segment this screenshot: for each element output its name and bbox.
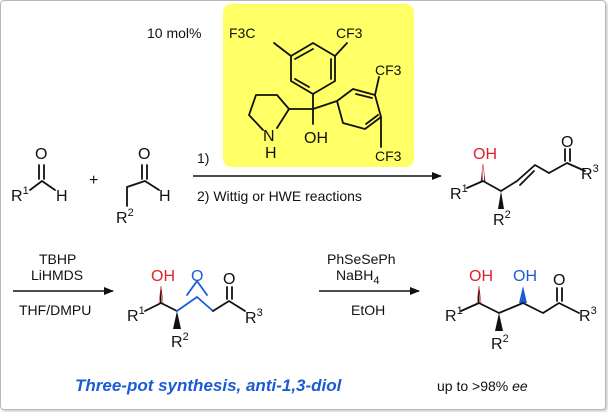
footer-ee: up to >98% ee [437, 378, 528, 394]
epoxide-r1: R1 [127, 305, 145, 325]
step3-reagent2: NaBH4 [336, 267, 379, 287]
product1-r2: R2 [493, 209, 511, 229]
catalyst-nh-h: H [265, 145, 277, 162]
ald1-o: O [35, 146, 47, 163]
diol-r2: R2 [491, 333, 509, 353]
step1-line2: 2) Wittig or HWE reactions [197, 188, 362, 204]
ald2-r2: R2 [116, 207, 134, 227]
step1-line1: 1) [197, 150, 209, 166]
product1-oh: OH [473, 146, 497, 163]
epoxide-r3: R3 [245, 307, 263, 327]
diol-oh2: OH [513, 268, 537, 285]
product-epoxide: OH O O R1 R2 R3 [127, 268, 263, 351]
aldehyde-2: O H R2 [116, 146, 171, 227]
catalyst-highlight [223, 4, 414, 167]
diol-r3: R3 [579, 305, 597, 325]
step3-solvent: EtOH [351, 302, 385, 318]
product-enone: OH O R1 R2 R3 [450, 134, 599, 229]
product1-r3: R3 [581, 163, 599, 183]
epoxide-oh: OH [151, 268, 175, 285]
step3-reagent1: PhSeSePh [327, 251, 396, 267]
ald1-r1: R1 [11, 185, 29, 205]
ald1-h: H [56, 188, 68, 205]
epoxide-ring-o: O [191, 268, 203, 285]
diol-oh1: OH [469, 268, 493, 285]
product1-o: O [561, 134, 573, 151]
ald2-h: H [159, 188, 171, 205]
epoxide-r2: R2 [171, 331, 189, 351]
diol-r1: R1 [445, 305, 463, 325]
cf3-right: CF3 [375, 62, 402, 78]
aldehyde-1: O R1 H [11, 146, 68, 205]
catalyst-oh: OH [304, 130, 328, 147]
diol-o: O [553, 272, 565, 289]
epoxide-o: O [223, 271, 235, 288]
cf3-bottom-right: CF3 [375, 148, 402, 164]
step2-reagent2: LiHMDS [31, 267, 83, 283]
cf3-top-left: F3C [229, 25, 255, 41]
catalyst-nh: N [263, 128, 275, 145]
ald2-o: O [138, 146, 150, 163]
plus-sign: + [89, 172, 98, 189]
step2-reagent1: TBHP [39, 251, 76, 267]
product1-r1: R1 [450, 183, 468, 203]
footer-title: Three-pot synthesis, anti-1,3-diol [75, 376, 343, 395]
catalyst-structure: F3C CF3 CF3 CF3 N H OH [229, 25, 402, 164]
step2-solvent: THF/DMPU [19, 302, 91, 318]
product-diol: OH OH O R1 R2 R3 [445, 268, 597, 353]
cf3-top-right: CF3 [336, 25, 363, 41]
catalyst-loading: 10 mol% [147, 25, 201, 41]
